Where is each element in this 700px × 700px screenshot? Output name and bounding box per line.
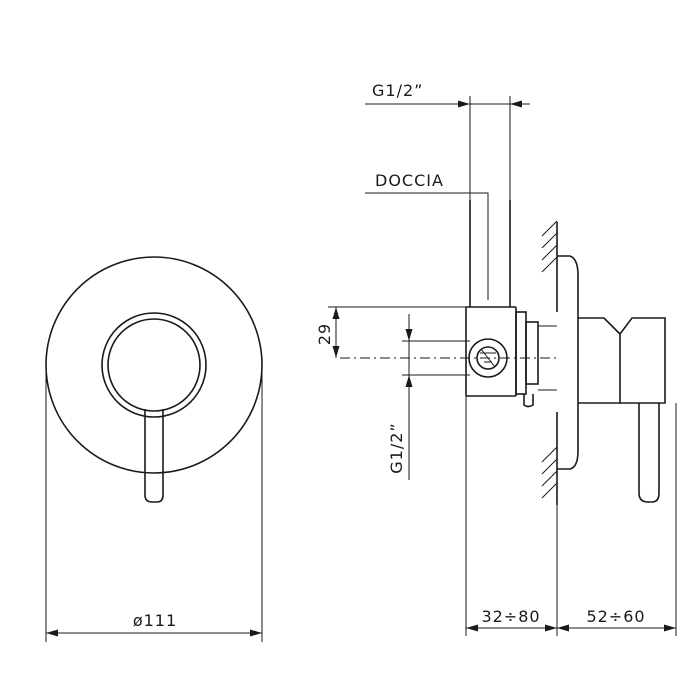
body-side-lug	[523, 394, 534, 408]
arrow-right-icon	[250, 629, 262, 637]
handle-neck	[578, 317, 621, 404]
wall-hatching	[541, 220, 558, 499]
body-flange	[515, 311, 527, 395]
lever-hub-inner	[107, 318, 201, 412]
side-view: G1/2” DOCCIA 29 G1/2” 32÷80 52÷60	[315, 81, 677, 636]
arrow-left-icon	[46, 629, 58, 637]
projection-label: 52÷60	[586, 607, 645, 626]
lever-handle	[144, 409, 164, 503]
arrow-depth-left-icon	[466, 624, 478, 632]
depth-label: 32÷80	[481, 607, 540, 626]
arrow-thread-top-right-icon	[510, 100, 522, 108]
arrow-offset-top-icon	[332, 307, 340, 319]
port-inner-circle	[476, 346, 500, 370]
cover-plate-profile	[557, 255, 579, 470]
offset-label: 29	[315, 323, 334, 345]
handle-lever	[638, 403, 660, 503]
arrow-thread-side-bottom-icon	[405, 375, 413, 387]
arrow-thread-top-left-icon	[458, 100, 470, 108]
diameter-label: ø111	[133, 611, 177, 630]
front-view: ø111	[45, 256, 263, 642]
arrow-thread-side-top-icon	[405, 329, 413, 341]
thread-top-label: G1/2”	[372, 81, 423, 100]
arrow-projection-right-icon	[664, 624, 676, 632]
arrow-depth-right-icon	[545, 624, 557, 632]
body-cartridge-flange	[525, 321, 539, 385]
cover-plate	[45, 256, 263, 474]
handle-body	[619, 317, 666, 404]
arrow-projection-left-icon	[557, 624, 569, 632]
arrow-offset-bottom-icon	[332, 346, 340, 358]
thread-side-label: G1/2”	[387, 422, 406, 473]
outlet-label: DOCCIA	[375, 171, 444, 190]
lever-hub-outer	[101, 312, 207, 418]
outlet-leader	[365, 192, 489, 300]
